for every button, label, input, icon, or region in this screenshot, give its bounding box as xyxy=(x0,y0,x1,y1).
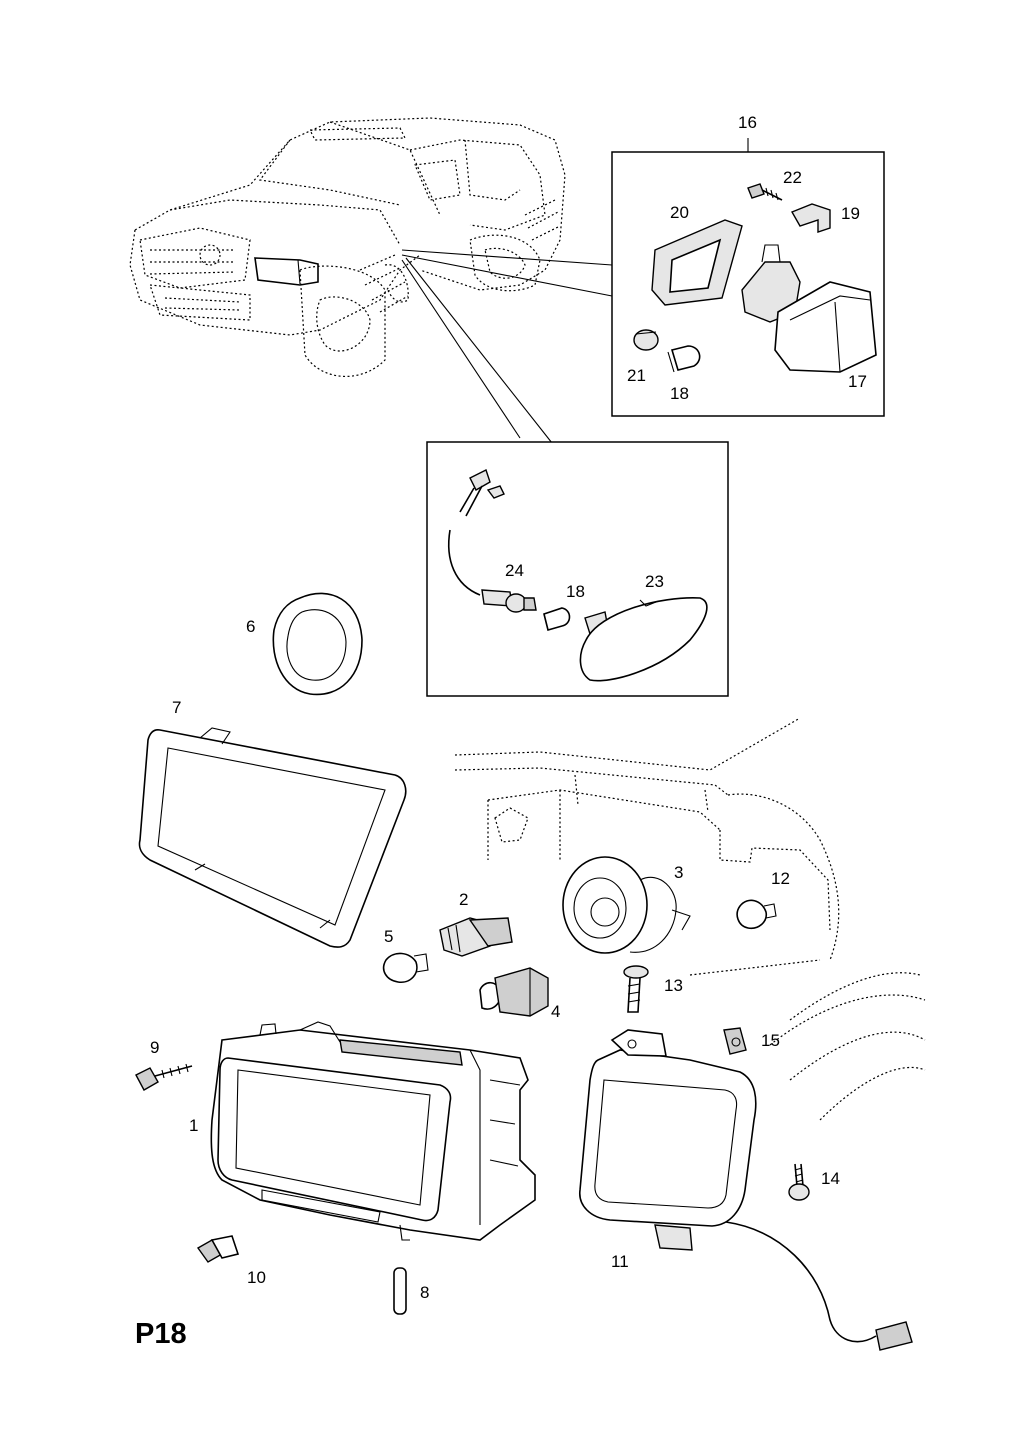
callout-1: 1 xyxy=(189,1116,199,1135)
part-3-reflector xyxy=(562,856,691,954)
part-22-screw xyxy=(747,183,783,201)
leader-line-middle xyxy=(401,254,613,297)
part-5-bulb xyxy=(382,952,429,984)
callout-20: 20 xyxy=(670,203,689,222)
part-11-indicator xyxy=(579,1029,913,1351)
callout-13: 13 xyxy=(664,976,683,995)
callout-7: 7 xyxy=(172,698,182,717)
part-9-screw xyxy=(135,1063,193,1091)
callout-10: 10 xyxy=(247,1268,266,1287)
part-6-ring xyxy=(272,592,363,696)
callout-6: 6 xyxy=(246,617,256,636)
callout-17: 17 xyxy=(848,372,867,391)
callout-14: 14 xyxy=(821,1169,840,1188)
callout-11: 11 xyxy=(611,1252,629,1271)
detail-box-16 xyxy=(611,138,885,417)
page-code: P18 xyxy=(135,1318,187,1350)
part-24-harness xyxy=(448,469,537,613)
part-14-screw xyxy=(788,1163,810,1201)
part-15-clip xyxy=(723,1027,747,1055)
callout-21: 21 xyxy=(627,366,646,385)
callout-4: 4 xyxy=(551,1002,561,1021)
part-20-gasket xyxy=(651,219,743,306)
callout-2: 2 xyxy=(459,890,469,909)
callout-16: 16 xyxy=(738,113,757,132)
part-10-plug xyxy=(196,1235,240,1263)
callout-15: 15 xyxy=(761,1031,780,1050)
leader-line-lower-b xyxy=(405,257,553,444)
part-12-bulb xyxy=(736,899,777,930)
callout-12: 12 xyxy=(771,869,790,888)
leader-line-lower-a xyxy=(401,259,521,439)
part-23-side-marker xyxy=(579,597,708,682)
callout-5: 5 xyxy=(384,927,394,946)
part-2-socket xyxy=(439,917,513,957)
callout-24: 24 xyxy=(505,561,524,580)
detail-box-23 xyxy=(426,441,729,697)
vehicle-illustration xyxy=(129,117,566,378)
part-4-bulb xyxy=(479,967,549,1017)
callout-3: 3 xyxy=(674,863,684,882)
part-13-screw xyxy=(623,965,649,1013)
callout-18a: 18 xyxy=(670,384,689,403)
callout-19: 19 xyxy=(841,204,860,223)
leader-line-upper xyxy=(401,249,613,266)
part-21-socket xyxy=(633,329,659,351)
part-1-headlamp xyxy=(210,1021,536,1241)
part-19-clip xyxy=(790,203,831,233)
callout-23: 23 xyxy=(645,572,664,591)
part-18-bulb xyxy=(667,345,701,373)
body-panel xyxy=(454,717,926,1121)
callout-9: 9 xyxy=(150,1038,160,1057)
part-18b-bulb xyxy=(543,607,571,631)
part-8-pin xyxy=(393,1267,407,1315)
callout-18b: 18 xyxy=(566,582,585,601)
callout-8: 8 xyxy=(420,1283,430,1302)
callout-22: 22 xyxy=(783,168,802,187)
part-17-side-lamp xyxy=(741,244,877,373)
part-7-frame xyxy=(138,727,407,948)
